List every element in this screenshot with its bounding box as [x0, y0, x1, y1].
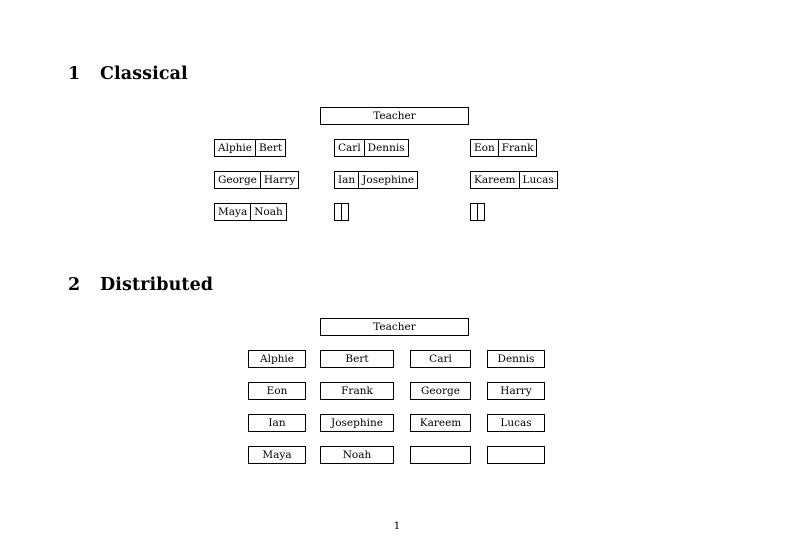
student-cell: Ian	[333, 171, 360, 189]
distributed-cell	[487, 446, 545, 464]
table-row-group	[334, 203, 349, 221]
section-title: Classical	[100, 64, 188, 84]
distributed-cell: Maya	[248, 446, 306, 464]
student-cell: Alphie	[214, 139, 256, 157]
table-row: Josephine	[320, 414, 394, 432]
table-row: Kareem	[410, 414, 471, 432]
table-row-group: Maya Noah	[213, 203, 287, 221]
student-cell-empty	[487, 446, 545, 464]
distributed-cell: Ian	[248, 414, 306, 432]
distributed-cell: George	[410, 382, 471, 400]
section-heading-classical: 1 Classical	[68, 64, 188, 84]
student-cell: Eon	[248, 382, 306, 400]
student-cell-empty	[470, 203, 478, 221]
distributed-cell: Eon	[248, 382, 306, 400]
table-row: Teacher	[320, 107, 469, 125]
table-row-group: Alphie Bert	[214, 139, 287, 157]
student-cell: Ian	[248, 414, 306, 432]
section-number: 1	[68, 64, 81, 84]
distributed-cell: Noah	[320, 446, 394, 464]
table-row-group: Carl Dennis	[334, 139, 409, 157]
distributed-cell: Josephine	[320, 414, 394, 432]
table-row: Frank	[320, 382, 394, 400]
distributed-cell: Lucas	[487, 414, 545, 432]
student-cell: Eon	[470, 139, 499, 157]
student-cell: Josephine	[320, 414, 394, 432]
teacher-box-classical: Teacher	[320, 107, 469, 125]
table-row: George	[410, 382, 471, 400]
section-title: Distributed	[100, 275, 214, 295]
student-cell-empty	[341, 203, 349, 221]
student-cell: Maya	[248, 446, 306, 464]
student-cell: Frank	[497, 139, 538, 157]
distributed-cell: Bert	[320, 350, 394, 368]
section-heading-distributed: 2 Distributed	[68, 275, 213, 295]
table-row	[410, 446, 471, 464]
table-row: Carl	[410, 350, 471, 368]
table-row: Kareem Lucas	[470, 171, 558, 189]
student-cell: Kareem	[470, 171, 520, 189]
table-row: Carl Dennis	[334, 139, 409, 157]
student-cell: George	[214, 171, 261, 189]
teacher-cell: Teacher	[320, 318, 469, 336]
distributed-cell: Harry	[487, 382, 545, 400]
table-row: Maya Noah	[213, 203, 287, 221]
table-row: Maya	[248, 446, 306, 464]
table-row-group: Eon Frank	[470, 139, 538, 157]
table-row: Eon	[248, 382, 306, 400]
student-cell: Bert	[320, 350, 394, 368]
table-row-group	[470, 203, 485, 221]
student-cell: Bert	[254, 139, 287, 157]
table-row: Dennis	[487, 350, 545, 368]
table-row: Alphie Bert	[214, 139, 287, 157]
student-cell: Alphie	[248, 350, 306, 368]
student-cell: Noah	[250, 203, 287, 221]
student-cell: Dennis	[487, 350, 545, 368]
table-row: Noah	[320, 446, 394, 464]
student-cell: Harry	[487, 382, 545, 400]
table-row	[487, 446, 545, 464]
distributed-cell: Carl	[410, 350, 471, 368]
student-cell: Harry	[259, 171, 300, 189]
student-cell: Josephine	[358, 171, 419, 189]
student-cell: Carl	[410, 350, 471, 368]
distributed-cell: Alphie	[248, 350, 306, 368]
table-row: Teacher	[320, 318, 469, 336]
distributed-cell	[410, 446, 471, 464]
student-cell: Carl	[334, 139, 365, 157]
teacher-box-distributed: Teacher	[320, 318, 469, 336]
table-row: Lucas	[487, 414, 545, 432]
table-row-group: Ian Josephine	[333, 171, 419, 189]
teacher-cell: Teacher	[320, 107, 469, 125]
student-cell: Noah	[320, 446, 394, 464]
table-row: Ian Josephine	[333, 171, 419, 189]
table-row-group: Kareem Lucas	[470, 171, 558, 189]
student-cell-empty	[334, 203, 342, 221]
table-row	[470, 203, 485, 221]
table-row-group: George Harry	[214, 171, 300, 189]
table-row: Harry	[487, 382, 545, 400]
student-cell: Kareem	[410, 414, 471, 432]
table-row	[334, 203, 349, 221]
table-row: Alphie	[248, 350, 306, 368]
student-cell: Lucas	[518, 171, 558, 189]
table-row: Eon Frank	[470, 139, 538, 157]
student-cell: Dennis	[363, 139, 409, 157]
distributed-cell: Kareem	[410, 414, 471, 432]
section-number: 2	[68, 275, 81, 295]
distributed-cell: Frank	[320, 382, 394, 400]
table-row: Ian	[248, 414, 306, 432]
page-number: 1	[393, 520, 401, 532]
student-cell: Lucas	[487, 414, 545, 432]
student-cell: Maya	[213, 203, 252, 221]
student-cell-empty	[410, 446, 471, 464]
table-row: George Harry	[214, 171, 300, 189]
distributed-cell: Dennis	[487, 350, 545, 368]
table-row: Bert	[320, 350, 394, 368]
student-cell-empty	[477, 203, 485, 221]
student-cell: Frank	[320, 382, 394, 400]
student-cell: George	[410, 382, 471, 400]
